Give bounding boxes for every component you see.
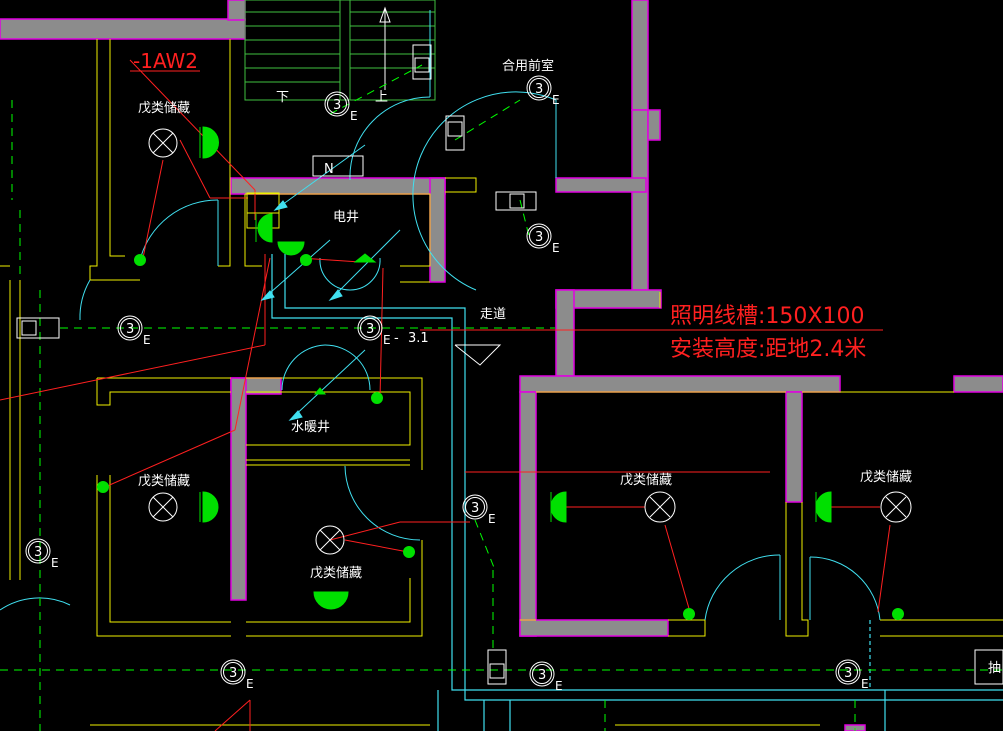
stair-up-label: 上 xyxy=(375,90,388,105)
note-height: 安装高度:距地2.4米 xyxy=(670,337,866,362)
wall-anteroom-right xyxy=(555,177,647,193)
wall-long-horizontal xyxy=(519,375,841,393)
wall-top-left xyxy=(0,18,246,40)
circuit-tag-2: 3E xyxy=(526,75,560,107)
circuit-number: 3 xyxy=(538,668,546,683)
exit-sign-corridor xyxy=(495,191,537,211)
wall-lamp-3 xyxy=(255,213,273,243)
circuit-tag-8: 3E xyxy=(220,659,254,691)
circuit-number: 3 xyxy=(471,501,479,516)
circuit-number: 3 xyxy=(535,230,543,245)
north-sign-box xyxy=(312,155,364,177)
ceiling-light-3 xyxy=(315,525,345,555)
room-label-storage-1: 戊类储藏 xyxy=(138,101,190,116)
panel-label: -1AW2 xyxy=(133,49,198,73)
door-arcs xyxy=(0,10,881,621)
wall-far-right xyxy=(953,375,1003,393)
circuit-number: 3 xyxy=(535,82,543,97)
circuit-suffix: E xyxy=(383,333,391,347)
circuit-tag-3: 3E xyxy=(526,223,560,255)
wall-right-notch xyxy=(647,109,661,141)
circuit-tag-5: 3E xyxy=(357,315,391,347)
wall-divider xyxy=(785,391,803,503)
wall-room-bottom xyxy=(519,619,669,637)
cut-label: 抽 xyxy=(988,661,1001,676)
wall-lamp-1 xyxy=(199,126,219,159)
stair-down-label: 下 xyxy=(276,90,289,105)
note-trunking: 照明线槽:150X100 xyxy=(670,304,864,329)
room-outlines xyxy=(0,39,1003,726)
ceiling-light-1 xyxy=(148,128,178,158)
circuit-tag-10: 3E xyxy=(835,659,869,691)
room-label-storage-3: 戊类储藏 xyxy=(310,566,362,581)
circuit-number: 3 xyxy=(34,545,42,560)
circuit-suffix: E xyxy=(350,109,358,123)
circuit-number: 3 xyxy=(844,666,852,681)
circuit-suffix: E xyxy=(861,677,869,691)
ceiling-lamp-storage xyxy=(313,591,349,610)
circuit-tag-7: 3E xyxy=(462,494,496,526)
room-label-eshaft: 电井 xyxy=(333,210,359,225)
circuit-number: 3 xyxy=(333,98,341,113)
exit-sign-anteroom xyxy=(445,115,465,151)
circuit-suffix: E xyxy=(246,677,254,691)
room-label-storage-4: 戊类储藏 xyxy=(620,473,672,488)
level-symbol xyxy=(454,344,502,366)
circuit-suffix: E xyxy=(552,241,560,255)
wall-waterwell-v xyxy=(230,377,247,601)
wall-corridor-left xyxy=(555,289,575,377)
north-mark: N xyxy=(324,162,334,177)
exit-sign-bottom xyxy=(487,649,507,685)
circuit-number: 3 xyxy=(366,322,374,337)
wall-lamp-4 xyxy=(550,491,567,523)
switches xyxy=(97,253,904,620)
stair xyxy=(244,0,436,101)
wall-room-left xyxy=(519,391,537,637)
room-label-storage-5: 戊类储藏 xyxy=(860,470,912,485)
wall-top-stub xyxy=(227,0,246,21)
room-label-water-shaft: 水暖井 xyxy=(291,420,330,435)
circuit-suffix: E xyxy=(51,556,59,570)
wall-lamps xyxy=(199,126,832,610)
exit-sign-stair xyxy=(412,44,432,80)
level-mark: 3.1 xyxy=(408,331,429,346)
room-label-anteroom: 合用前室 xyxy=(502,58,554,74)
wall-lamp-5 xyxy=(815,491,832,523)
circuit-number: 3 xyxy=(126,322,134,337)
circuit-suffix: E xyxy=(143,333,151,347)
circuit-suffix: E xyxy=(555,679,563,693)
exit-sign-far xyxy=(974,649,1003,685)
circuit-suffix: E xyxy=(552,93,560,107)
wall-right-column xyxy=(631,0,649,111)
lighting-wiring xyxy=(0,59,891,731)
ceiling-light-2 xyxy=(148,492,178,522)
ceiling-lights xyxy=(148,128,912,555)
circuit-tag-6: 3E xyxy=(25,538,59,570)
circuit-tag-4: 3E xyxy=(117,315,151,347)
wall-right-column-2 xyxy=(631,109,649,291)
ceiling-lamp-eshaft xyxy=(277,241,305,256)
wall-eshaft-right xyxy=(429,177,446,283)
room-label-corridor: 走道 xyxy=(480,307,506,322)
exit-signs xyxy=(16,44,1003,685)
circuit-tag-9: 3E xyxy=(529,661,563,693)
circuit-suffix: E xyxy=(488,512,496,526)
level-dash: - xyxy=(394,331,399,346)
wall-lamp-2 xyxy=(199,491,219,523)
circuit-number: 3 xyxy=(229,666,237,681)
lighting-trunking xyxy=(271,254,1003,731)
room-label-storage-2: 戊类储藏 xyxy=(138,474,190,489)
emergency-wiring xyxy=(0,64,1003,731)
circuit-tag-1: 3E xyxy=(324,91,358,123)
ceiling-light-4 xyxy=(644,491,676,523)
ceiling-light-5 xyxy=(880,491,912,523)
exit-sign-left xyxy=(16,317,60,339)
